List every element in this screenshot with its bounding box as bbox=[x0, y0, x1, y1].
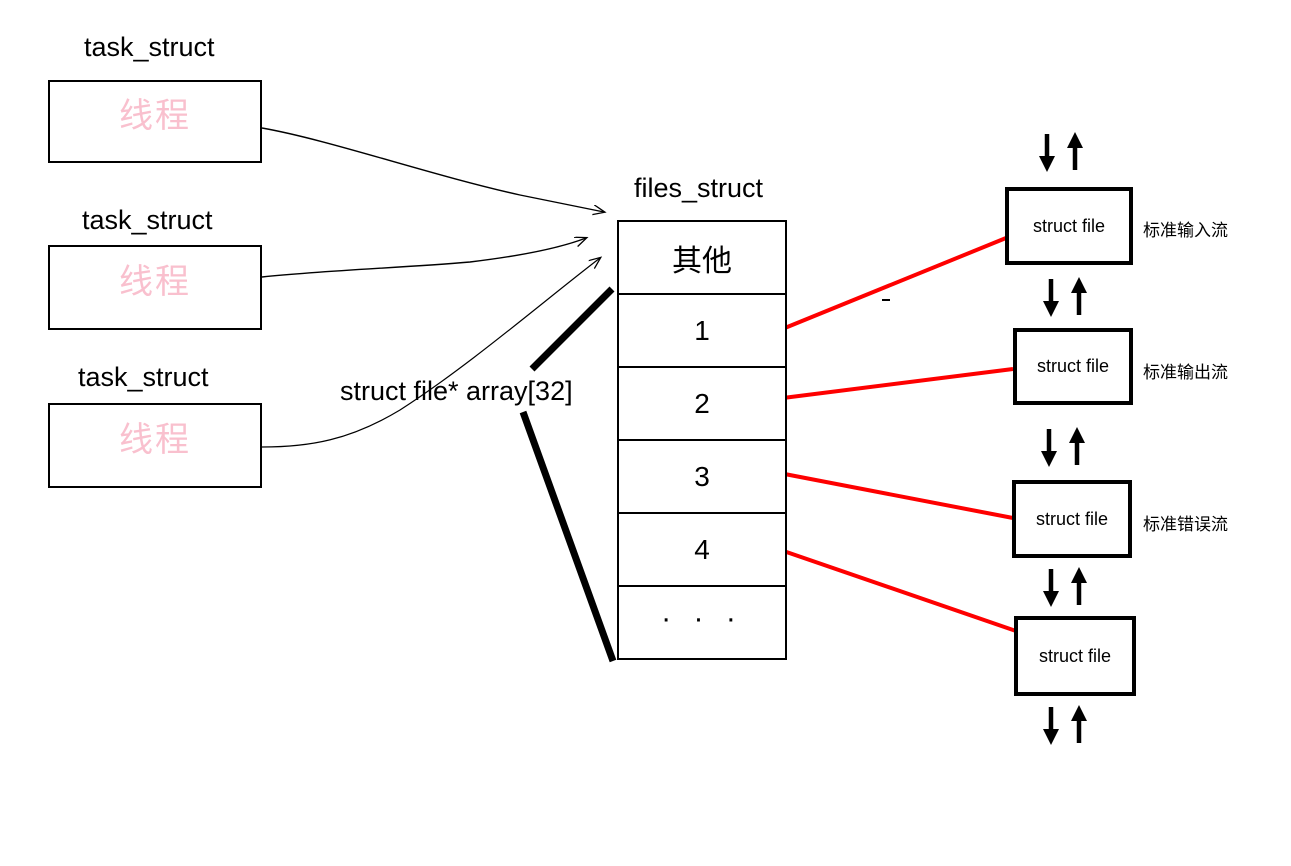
files-struct-table: 其他 1 2 3 4 · · · bbox=[617, 220, 787, 660]
files-row-ellipsis: · · · bbox=[661, 601, 743, 635]
red-connector-fd3 bbox=[768, 469, 1014, 520]
pointer-task2-to-files bbox=[261, 238, 586, 278]
red-connector-fd1 bbox=[774, 236, 1007, 334]
task-struct-title-3: task_struct bbox=[78, 362, 209, 392]
array-brace-upper bbox=[529, 286, 615, 372]
task-struct-label-3: 线程 bbox=[119, 420, 191, 459]
struct-file-label-4: struct file bbox=[1038, 645, 1112, 666]
task-struct-title-1: task_struct bbox=[84, 32, 215, 62]
stream-label-stderr: 标准错误流 bbox=[1143, 515, 1228, 534]
struct-file-box-3[interactable]: struct file bbox=[1012, 480, 1132, 558]
io-arrows-below-struct-file-4 bbox=[1035, 703, 1115, 747]
task-struct-label-2: 线程 bbox=[119, 262, 191, 301]
stray-dash-mark bbox=[882, 299, 890, 301]
files-row-other[interactable]: 其他 bbox=[619, 222, 785, 295]
red-connector-fd4 bbox=[768, 544, 1017, 633]
struct-file-label-1: struct file bbox=[1032, 215, 1106, 236]
files-row-fd-2[interactable]: 2 bbox=[619, 368, 785, 441]
stream-label-stdin: 标准输入流 bbox=[1143, 221, 1228, 240]
io-arrows-above-struct-file-2 bbox=[1035, 275, 1115, 319]
task-struct-title-2: task_struct bbox=[82, 205, 213, 235]
array-brace-lower bbox=[519, 410, 617, 663]
io-arrows-above-struct-file-3 bbox=[1033, 425, 1113, 469]
struct-file-label-2: struct file bbox=[1036, 356, 1110, 376]
task-struct-box-1[interactable]: 线程 bbox=[48, 80, 262, 163]
pointer-task3-to-files bbox=[261, 258, 600, 448]
array-label: struct file* array[32] bbox=[340, 376, 573, 406]
task-struct-box-3[interactable]: 线程 bbox=[48, 403, 262, 488]
io-arrows-above-struct-file-1 bbox=[1031, 130, 1111, 174]
red-connector-fd2 bbox=[774, 367, 1014, 401]
files-row-fd-4[interactable]: 4 bbox=[619, 514, 785, 587]
struct-file-box-2[interactable]: struct file bbox=[1013, 328, 1133, 405]
files-struct-title: files_struct bbox=[634, 173, 764, 203]
struct-file-box-4[interactable]: struct file bbox=[1014, 616, 1136, 696]
struct-file-box-1[interactable]: struct file bbox=[1005, 187, 1133, 265]
files-row-fd-3[interactable]: 3 bbox=[619, 441, 785, 514]
files-row-fd-1[interactable]: 1 bbox=[619, 295, 785, 368]
task-struct-box-2[interactable]: 线程 bbox=[48, 245, 262, 330]
stream-label-stdout: 标准输出流 bbox=[1143, 363, 1228, 382]
pointer-task1-to-files bbox=[261, 127, 604, 212]
task-struct-label-1: 线程 bbox=[119, 96, 191, 135]
struct-file-label-3: struct file bbox=[1035, 508, 1109, 529]
io-arrows-above-struct-file-4 bbox=[1035, 565, 1115, 609]
